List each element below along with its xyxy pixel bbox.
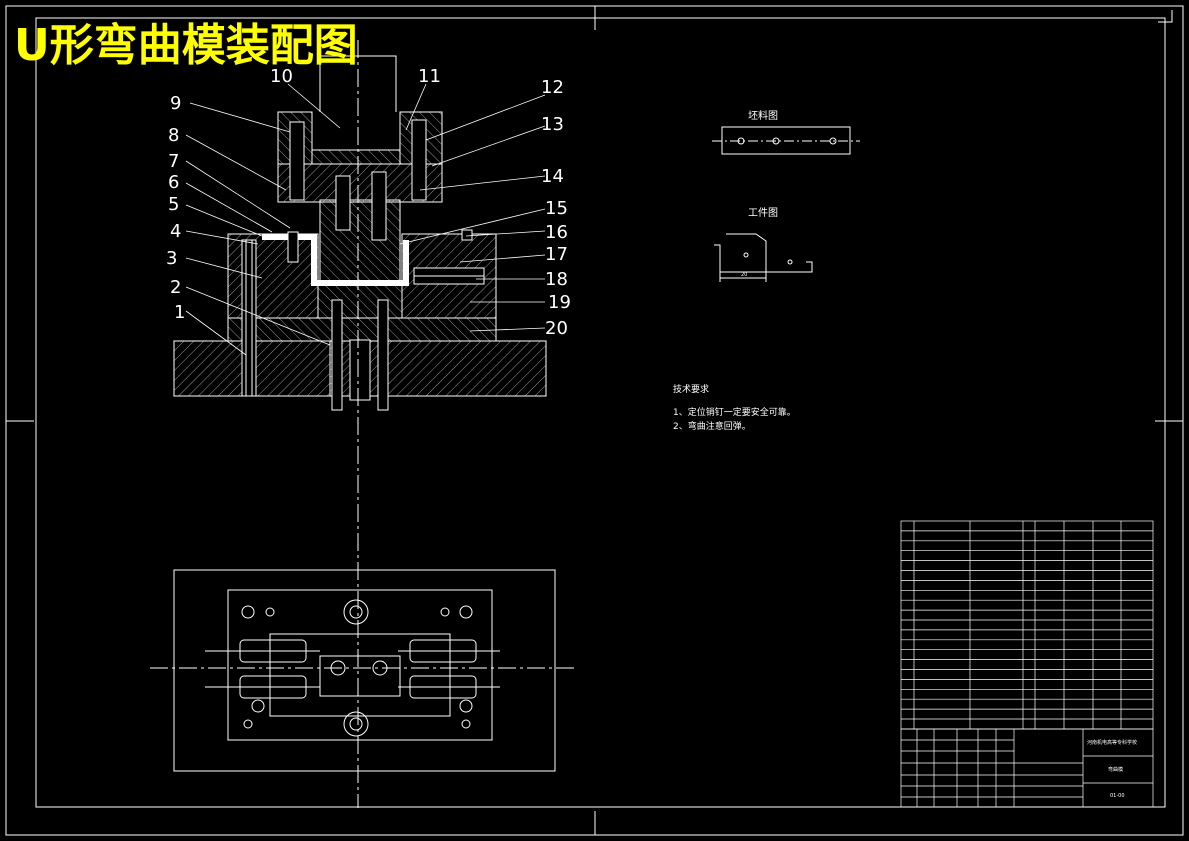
part-number-11: 11: [418, 66, 441, 87]
part-number-17: 17: [545, 244, 568, 265]
plan-view: [150, 569, 575, 772]
workpiece-drawing: [714, 233, 813, 282]
drawing-name: 弯曲模: [1108, 766, 1123, 773]
tech-requirement-item-2: 2、弯曲注意回弹。: [673, 420, 751, 432]
workpiece-dimension: 20: [741, 272, 747, 278]
assembly-section-view: [173, 40, 547, 808]
part-number-18: 18: [545, 269, 568, 290]
part-number-9: 9: [170, 93, 181, 114]
part-number-8: 8: [168, 125, 179, 146]
part-number-10: 10: [270, 66, 293, 87]
title-block: [900, 728, 1154, 808]
tech-requirements-heading: 技术要求: [673, 383, 709, 395]
school-name: 河南机电高等专科学校: [1087, 739, 1137, 746]
part-number-2: 2: [170, 277, 181, 298]
part-number-3: 3: [166, 248, 177, 269]
part-number-19: 19: [548, 292, 571, 313]
drawing-code: 01-00: [1110, 793, 1125, 799]
parts-list-table: [900, 520, 1154, 730]
part-number-6: 6: [168, 172, 179, 193]
part-number-12: 12: [541, 77, 564, 98]
sheet-frame: [5, 5, 1184, 836]
part-number-16: 16: [545, 222, 568, 243]
part-number-5: 5: [168, 194, 179, 215]
part-number-7: 7: [168, 151, 179, 172]
part-number-14: 14: [541, 166, 564, 187]
blank-drawing: [712, 126, 860, 155]
part-number-4: 4: [170, 221, 181, 242]
workpiece-drawing-label: 工件图: [748, 207, 778, 219]
drawing-title: U形弯曲模装配图: [14, 20, 358, 71]
tech-requirement-item-1: 1、定位销钉一定要安全可靠。: [673, 406, 796, 418]
part-number-20: 20: [545, 318, 568, 339]
blank-drawing-label: 坯料图: [748, 109, 778, 122]
part-leader-lines: [185, 83, 546, 356]
part-number-1: 1: [174, 302, 185, 323]
part-number-15: 15: [545, 198, 568, 219]
part-number-13: 13: [541, 114, 564, 135]
